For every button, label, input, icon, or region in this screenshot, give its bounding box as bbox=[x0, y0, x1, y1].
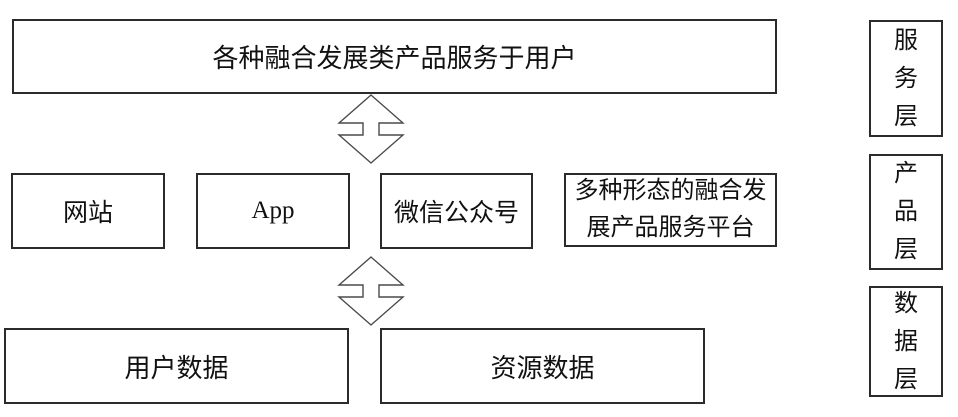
box-user-data: 用户数据 bbox=[4, 328, 349, 404]
layer-label-data: 数据层 bbox=[869, 286, 943, 397]
box-platform: 多种形态的融合发展产品服务平台 bbox=[564, 173, 777, 247]
box-resource-data: 资源数据 bbox=[380, 328, 705, 404]
box-platform-label: 多种形态的融合发展产品服务平台 bbox=[574, 178, 767, 241]
layer-label-product-text: 产品层 bbox=[893, 161, 918, 263]
box-website: 网站 bbox=[11, 173, 165, 249]
top-service-box: 各种融合发展类产品服务于用户 bbox=[12, 19, 777, 94]
layer-label-product: 产品层 bbox=[869, 154, 943, 270]
up-down-arrow-icon bbox=[337, 256, 405, 326]
box-wechat: 微信公众号 bbox=[380, 173, 533, 249]
layer-label-service: 服务层 bbox=[869, 20, 943, 137]
arrow-service-product bbox=[337, 94, 405, 164]
arrow-product-data bbox=[337, 256, 405, 326]
layer-label-service-text: 服务层 bbox=[893, 27, 918, 130]
box-app: App bbox=[196, 173, 350, 249]
up-down-arrow-icon bbox=[337, 94, 405, 164]
layer-label-data-text: 数据层 bbox=[893, 290, 918, 393]
